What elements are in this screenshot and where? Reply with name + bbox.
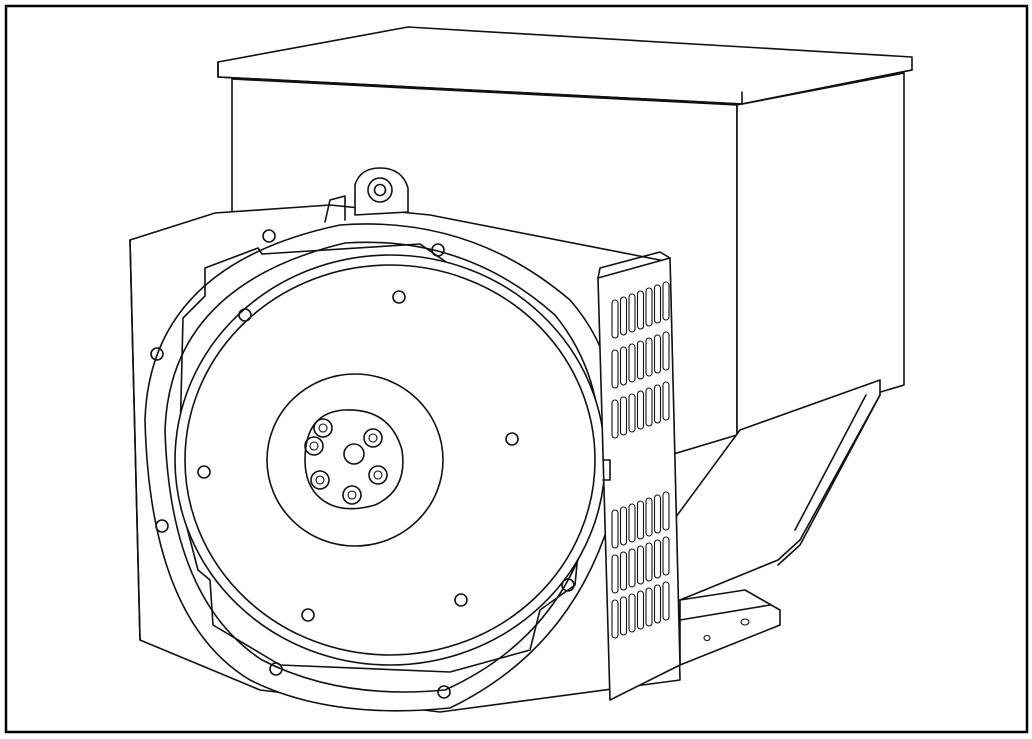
vent-slot	[636, 390, 645, 430]
vent-slot	[628, 503, 636, 543]
vent-slot	[636, 545, 645, 585]
vent-slot	[619, 506, 628, 546]
vent-slot	[653, 334, 662, 374]
vent-slot	[653, 539, 662, 579]
vent-slot	[619, 596, 628, 636]
vent-slot	[619, 396, 628, 436]
vent-slot	[662, 581, 670, 621]
vent-slot	[645, 387, 653, 427]
vent-slot	[653, 494, 662, 534]
vent-slot	[628, 593, 636, 633]
vent-slot	[628, 293, 636, 333]
vent-slot	[662, 536, 670, 576]
vent-slot	[611, 599, 619, 639]
vent-slot	[645, 542, 653, 582]
vent-slot	[645, 287, 653, 327]
vent-slot	[662, 331, 670, 371]
vent-slot	[636, 340, 645, 380]
vent-slot	[611, 509, 619, 549]
vent-slot	[628, 343, 636, 383]
vent-slot	[619, 346, 628, 386]
lifting-eye	[324, 167, 409, 223]
vent-slot	[611, 299, 619, 339]
vent-grille	[597, 251, 681, 701]
vent-slot	[611, 349, 619, 389]
hub	[266, 373, 444, 547]
vent-slot	[619, 551, 628, 591]
vent-slot	[645, 497, 653, 537]
vent-slot	[662, 381, 670, 421]
vent-slot	[636, 590, 645, 630]
vent-slot	[636, 500, 645, 540]
vent-slot	[611, 399, 619, 439]
vent-slot	[611, 554, 619, 594]
mounting-foot	[679, 589, 781, 666]
vent-slot	[636, 290, 645, 330]
vent-slot	[662, 281, 670, 321]
vent-slot	[619, 296, 628, 336]
vent-slot	[628, 393, 636, 433]
vent-slot	[653, 384, 662, 424]
vent-slot	[662, 491, 670, 531]
vent-slot	[653, 584, 662, 624]
vent-slot	[645, 337, 653, 377]
vent-slot	[628, 548, 636, 588]
vent-slot	[645, 587, 653, 627]
vent-slot	[653, 284, 662, 324]
